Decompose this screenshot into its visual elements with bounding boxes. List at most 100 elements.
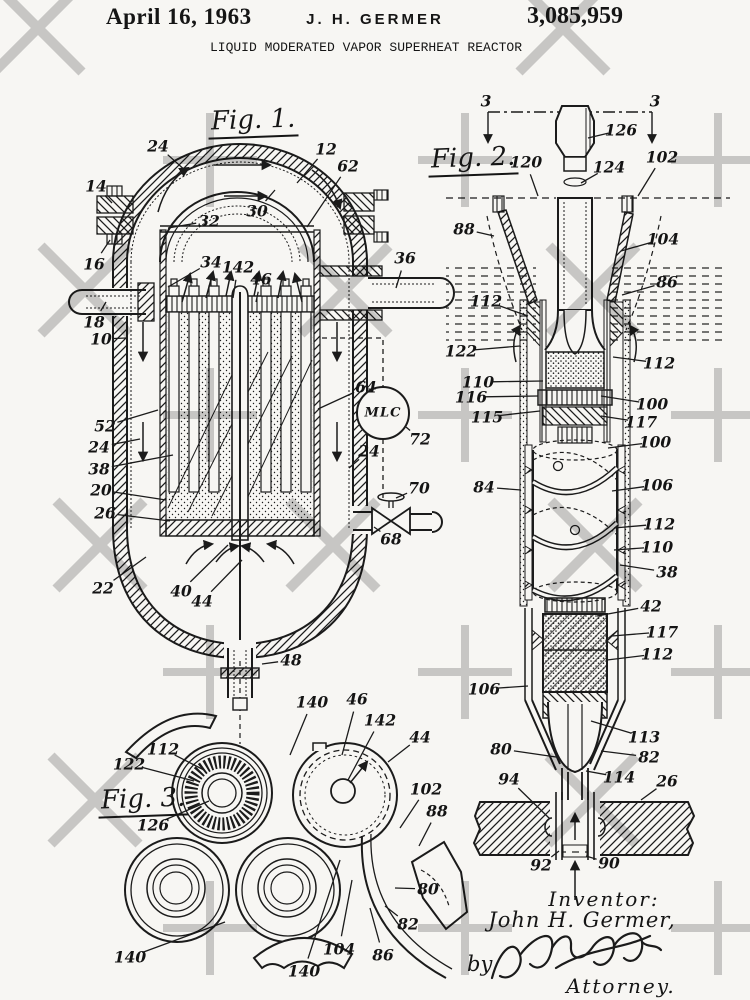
attorney-signature [490, 932, 663, 980]
callout-fig1-48: 48 [280, 650, 302, 670]
callout-fig3-140: 140 [287, 961, 321, 981]
callout-fig2-80: 80 [490, 739, 512, 759]
callout-fig3-88: 88 [426, 801, 448, 821]
watermark-x-mark [297, 242, 393, 338]
callout-fig3-126: 126 [136, 815, 170, 835]
leader-line-fig1-32 [167, 222, 197, 229]
callout-fig2-84: 84 [473, 477, 495, 497]
callout-fig2-120: 120 [509, 152, 543, 172]
watermark-x-mark [515, 0, 611, 76]
leader-line-fig1-48 [261, 661, 279, 665]
leader-line-fig1-10 [113, 337, 127, 340]
watermark-plus-mark [418, 881, 512, 975]
leader-line-fig2-126 [587, 132, 609, 139]
leader-line-fig2-117 [600, 415, 629, 421]
fig3-label: Fig. 3. [97, 782, 189, 819]
callout-fig3-80: 80 [417, 879, 439, 899]
callout-fig2-113: 113 [627, 727, 661, 747]
callout-fig2-90: 90 [598, 853, 620, 873]
callout-fig1-26: 26 [94, 503, 116, 523]
callout-fig2-82: 82 [638, 747, 660, 767]
callout-fig2-42: 42 [640, 596, 662, 616]
callout-fig1-38: 38 [88, 459, 110, 479]
callout-fig3-46: 46 [346, 689, 368, 709]
callout-fig2-88: 88 [453, 219, 475, 239]
callout-fig1-64: 64 [355, 377, 377, 397]
callout-fig3-122: 122 [112, 754, 146, 774]
callout-fig2-115: 115 [470, 407, 504, 427]
callout-fig1-18: 18 [83, 312, 105, 332]
callout-fig3-140: 140 [113, 947, 147, 967]
callout-fig2-112: 112 [640, 644, 674, 664]
inventor-heading: Inventor: [548, 887, 660, 911]
leader-line-fig2-113 [590, 720, 632, 734]
callout-fig1-142: 142 [221, 257, 255, 277]
leader-line-fig3-44 [387, 744, 411, 763]
callout-fig2-106: 106 [640, 475, 674, 495]
leader-line-fig2-124 [580, 172, 599, 184]
leader-line-fig1-44 [210, 559, 243, 593]
fig3-moderator-tube-circle [292, 741, 398, 848]
callout-fig1-10: 10 [90, 329, 112, 349]
leader-line-fig1-38 [111, 454, 174, 468]
callout-fig1-34: 34 [200, 252, 222, 272]
watermark-x-mark [37, 242, 133, 338]
callout-fig2-26: 26 [656, 771, 678, 791]
leader-line-fig1-68 [373, 526, 381, 533]
callout-fig2-112: 112 [469, 291, 503, 311]
leader-line-fig2-116 [483, 395, 539, 398]
leader-line-fig1-16 [100, 239, 111, 254]
callout-fig1-44: 44 [191, 591, 213, 611]
leader-line-fig2-122 [473, 345, 521, 351]
callout-fig2-112: 112 [642, 353, 676, 373]
callout-fig1-22: 22 [92, 578, 114, 598]
leader-line-fig3-86 [369, 907, 381, 943]
fig1-reactor-vessel-drawing [68, 143, 455, 744]
callout-fig1-62: 62 [337, 156, 359, 176]
mlc-controller-circle [356, 386, 410, 440]
callout-fig2-110: 110 [461, 372, 495, 392]
leader-line-fig1-142 [232, 279, 237, 299]
watermark-plus-mark [163, 625, 257, 719]
callout-fig3-44: 44 [409, 727, 431, 747]
leader-line-fig2-106 [496, 685, 529, 689]
leader-line-fig3-80 [394, 887, 416, 890]
watermark-x-mark [47, 752, 143, 848]
callout-fig2-112: 112 [642, 514, 676, 534]
leader-line-fig2-110 [613, 547, 645, 551]
fig3-cross-section-drawing [124, 712, 469, 979]
inventor-surname-header: J. H. GERMER [306, 11, 444, 28]
leader-line-fig1-20 [113, 491, 167, 501]
watermark-plus-mark [671, 113, 750, 207]
leader-line-fig2-94 [517, 787, 550, 819]
patent-number: 3,085,959 [527, 3, 623, 29]
callout-fig2-117: 117 [624, 412, 658, 432]
callout-fig2-102: 102 [645, 147, 679, 167]
leader-line-fig3-122 [141, 766, 195, 782]
watermark-x-mark [545, 242, 641, 338]
leader-line-fig2-120 [529, 174, 539, 197]
fig3-fuel-tube-circle [171, 742, 273, 844]
callout-fig1-14: 14 [85, 176, 107, 196]
callout-fig1-46: 46 [250, 269, 272, 289]
leader-line-fig3-102 [399, 799, 420, 829]
callout-fig2-117: 117 [645, 622, 679, 642]
leader-line-fig1-34 [167, 267, 201, 288]
leader-line-fig1-46 [255, 291, 259, 303]
leader-line-fig2-82 [600, 750, 637, 757]
watermark-plus-mark [418, 368, 512, 462]
callout-fig3-142: 142 [363, 710, 397, 730]
leader-line-fig3-140 [307, 859, 341, 959]
callout-fig1-32: 32 [198, 211, 220, 231]
patent-date: April 16, 1963 [106, 4, 252, 29]
leader-line-fig2-106 [611, 486, 645, 492]
leader-line-fig2-26 [640, 788, 657, 801]
watermark-x-mark [0, 0, 86, 76]
callout-fig2-124: 124 [592, 157, 626, 177]
leader-line-fig1-52 [117, 409, 159, 423]
callout-fig1-24: 24 [88, 437, 110, 457]
leader-line-fig2-117 [611, 632, 650, 637]
leader-line-fig1-24 [348, 458, 360, 469]
